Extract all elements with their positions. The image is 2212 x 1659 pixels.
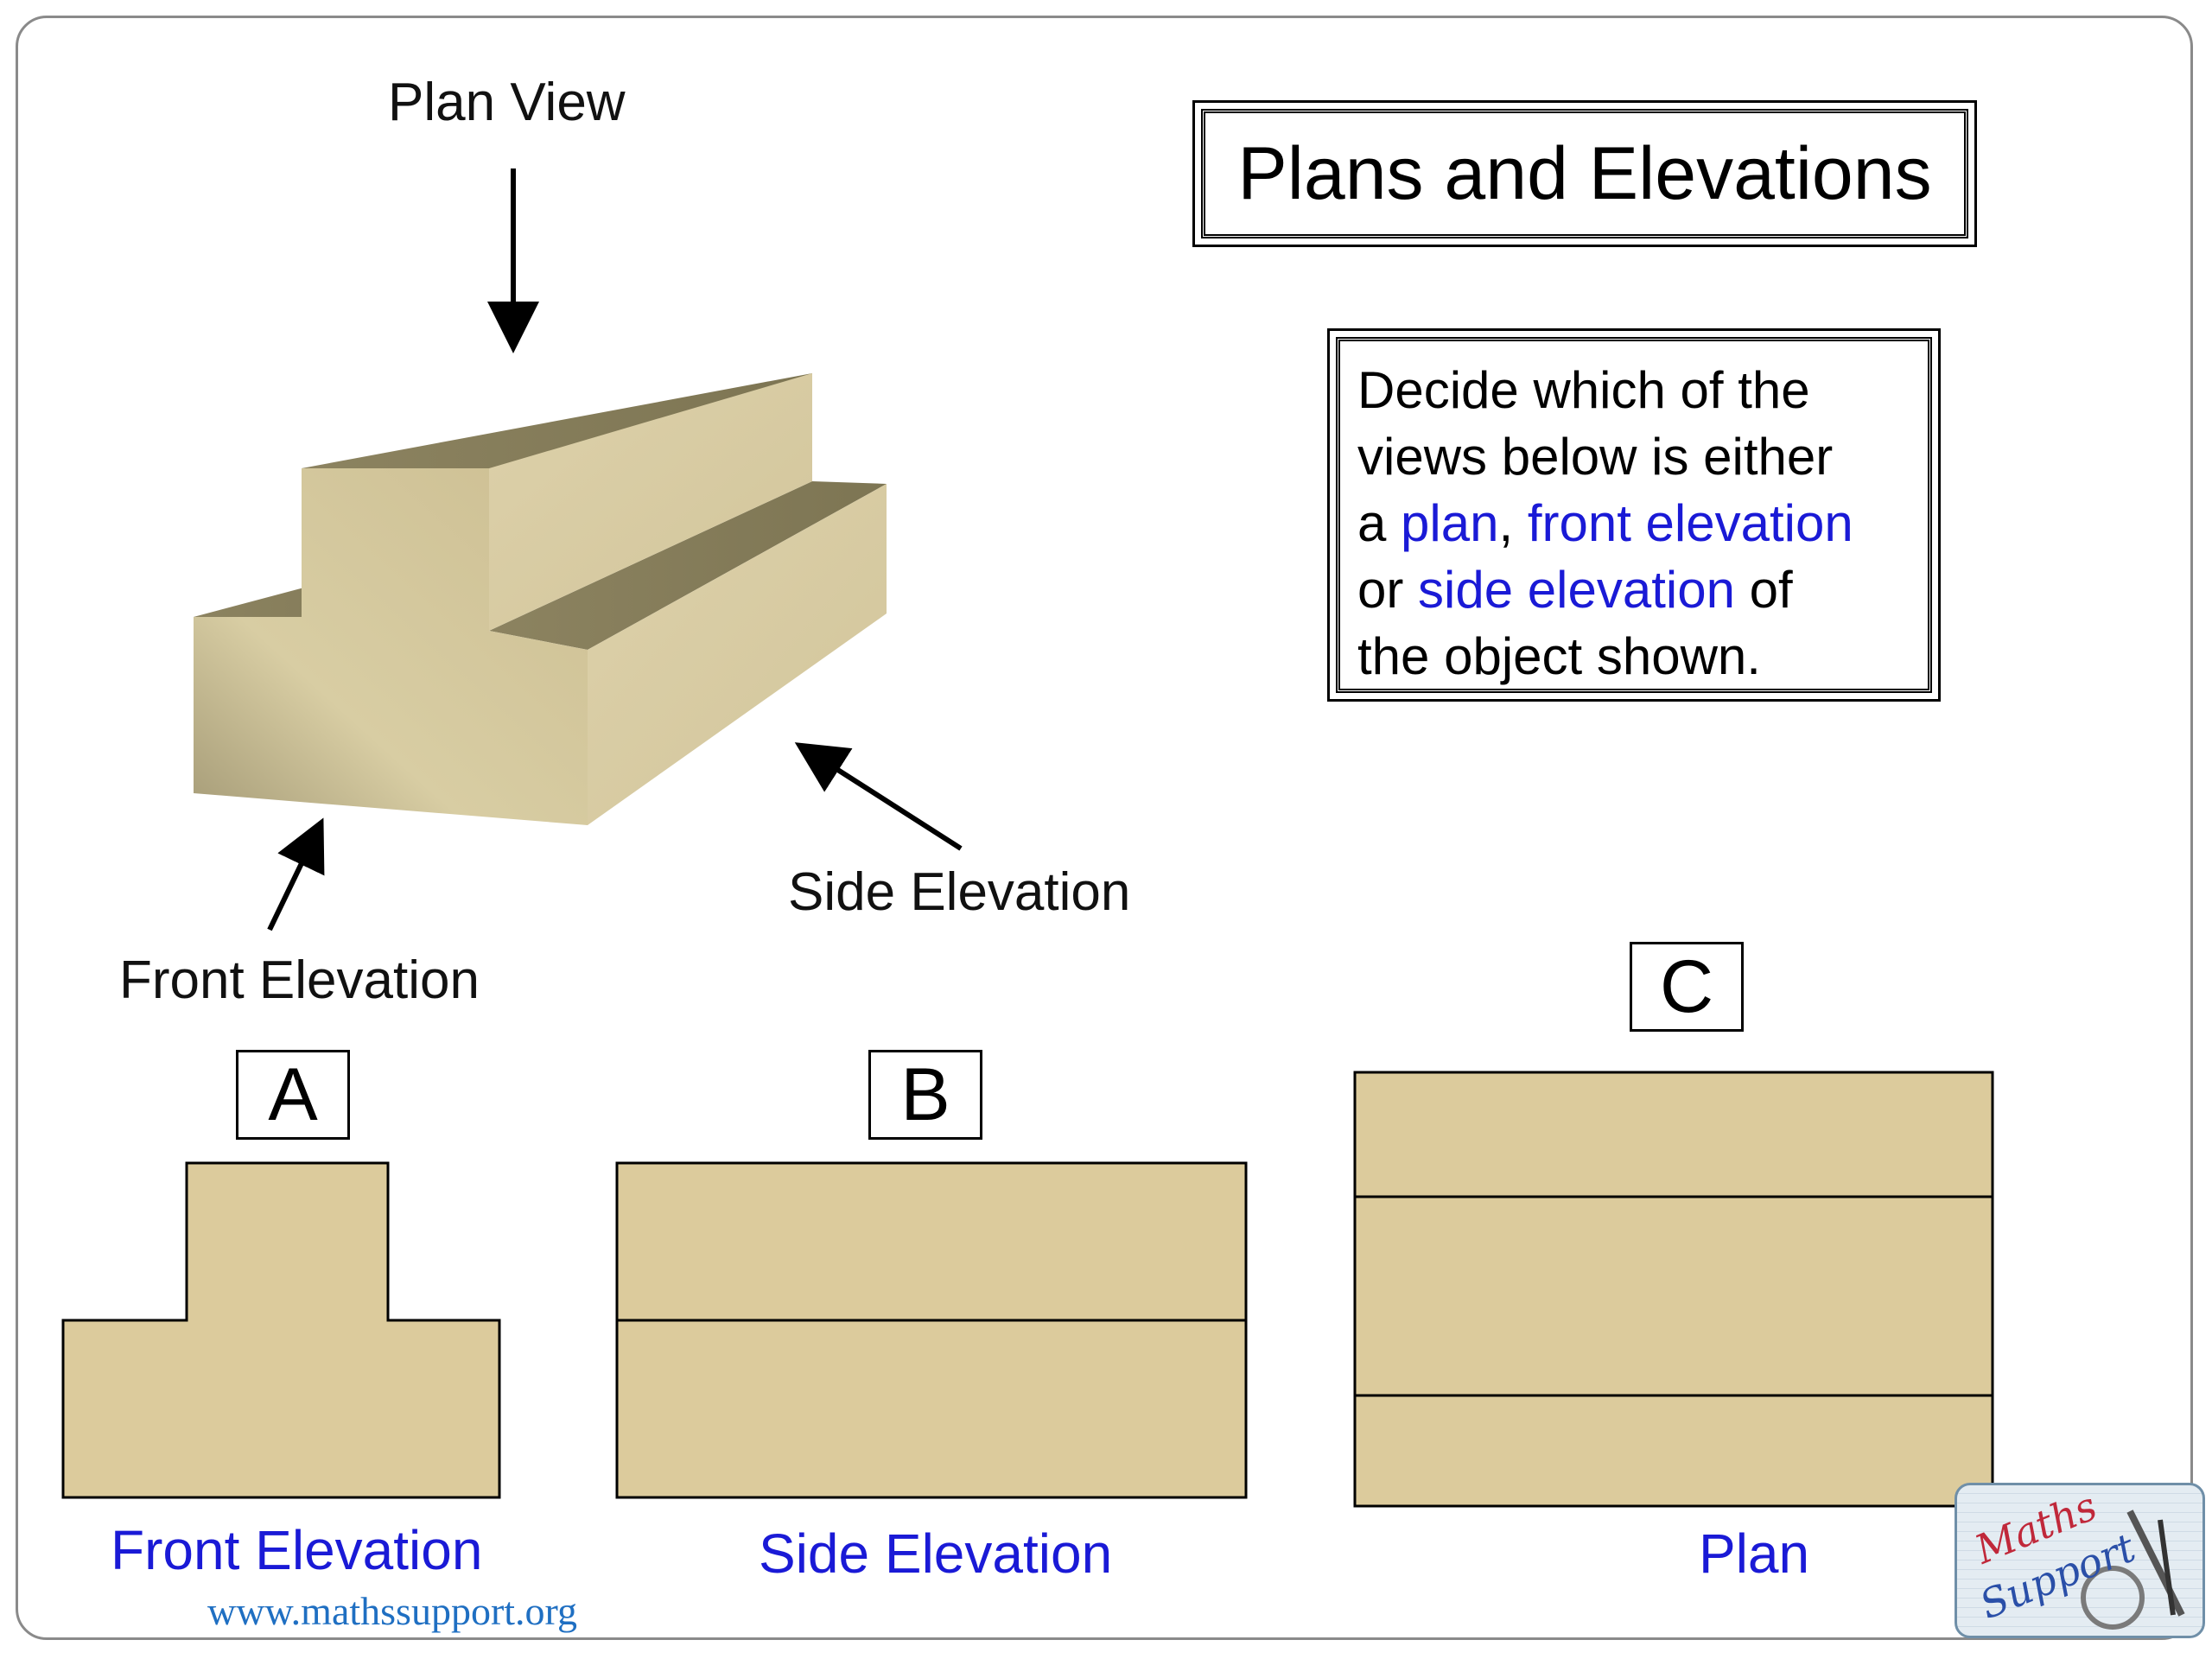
instruction-line-3: a plan, front elevation [1357,490,1928,556]
front-elevation-label: Front Elevation [119,950,480,1010]
plan-view-label: Plan View [388,73,626,132]
maths-support-logo: Maths Support [1955,1483,2205,1638]
view-b-upper-rect [615,1161,1248,1322]
highlight-plan: plan [1401,494,1499,552]
instruction-text: Decide which of the views below is eithe… [1336,337,1932,693]
highlight-front-elevation: front elevation [1527,494,1853,552]
view-c-middle-rect [1353,1195,1994,1397]
side-elevation-label: Side Elevation [788,862,1131,922]
instruction-line-2: views below is either [1357,428,1834,486]
side-elevation-arrow [794,742,963,851]
view-c-caption: Plan [1699,1522,1810,1585]
view-a-shape [61,1161,501,1499]
title-inner-border: Plans and Elevations [1201,109,1968,238]
instruction-of: of [1734,561,1793,619]
page-title: Plans and Elevations [1237,131,1932,215]
view-a-caption: Front Elevation [111,1519,483,1581]
instruction-line-5: the object shown. [1357,627,1761,685]
view-c-top-rect [1353,1071,1994,1198]
object-top-right-step [489,481,887,650]
instruction-a: a [1357,494,1402,552]
view-b-lower-rect [615,1319,1248,1499]
view-c-bottom-rect [1353,1394,1994,1508]
view-c-letter: C [1630,942,1744,1032]
instruction-box: Decide which of the views below is eithe… [1327,328,1941,702]
instruction-line-1: Decide which of the [1357,361,1810,419]
front-elevation-arrow [267,817,325,931]
instruction-or: or [1357,561,1419,619]
view-a-letter: A [236,1050,350,1140]
view-b-caption: Side Elevation [759,1522,1113,1585]
instruction-line-4: or side elevation of [1357,556,1928,623]
highlight-side-elevation: side elevation [1418,561,1735,619]
website-url: www.mathssupport.org [207,1589,578,1633]
view-b-letter: B [868,1050,982,1140]
instruction-comma: , [1498,494,1528,552]
title-box: Plans and Elevations [1192,100,1977,247]
object-side-face-lower [588,484,887,825]
logo-drawing-tools-icon [2081,1510,2185,1630]
object-side-face-upper [489,373,812,631]
